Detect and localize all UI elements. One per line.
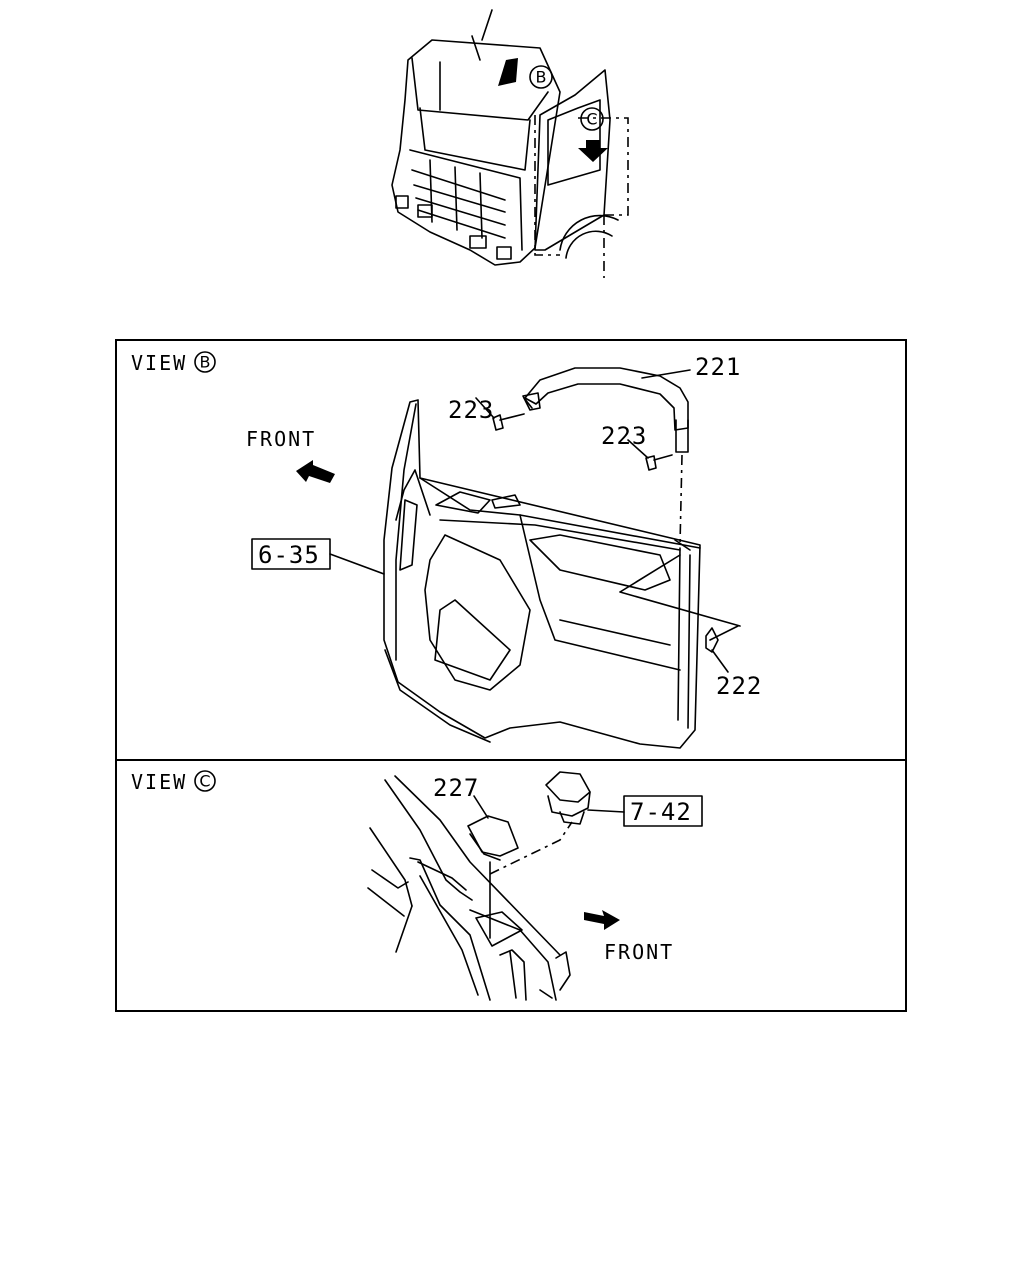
cab-interior-structure [367, 775, 571, 1001]
cover-part [467, 815, 519, 861]
view-b-title-marker-icon: B [194, 351, 216, 373]
switch-part [545, 771, 591, 825]
bolt-part-b [645, 454, 673, 471]
callout-227: 227 [433, 774, 479, 802]
view-c-front-arrow-icon [584, 910, 620, 930]
svg-text:B: B [200, 353, 211, 372]
svg-text:C: C [586, 110, 597, 129]
view-c-title-marker-icon: C [194, 770, 216, 792]
callout-221: 221 [695, 353, 741, 381]
view-b-front-arrow-icon [296, 460, 335, 483]
view-c-reference-box: 7-42 [630, 798, 692, 826]
view-c-front-label: FRONT [604, 940, 674, 964]
view-b-front-label: FRONT [246, 427, 316, 451]
truck-overview-illustration: B C [391, 9, 629, 278]
view-c-title: VIEW [131, 770, 187, 794]
view-b-panel: VIEW B FRONT 6-35 [131, 351, 762, 749]
view-c-panel: VIEW C 7-42 FRONT [131, 770, 703, 1001]
door-inner-panel [383, 399, 701, 749]
svg-text:C: C [199, 772, 210, 791]
cap-part [705, 627, 719, 653]
callout-223-b: 223 [601, 422, 647, 450]
assist-grip-part [522, 367, 689, 453]
view-b-reference-box: 6-35 [258, 541, 320, 569]
view-b-title: VIEW [131, 351, 187, 375]
view-b-marker-icon: B [529, 65, 553, 89]
views-frame [115, 339, 907, 1012]
callout-223-a: 223 [448, 396, 494, 424]
svg-text:B: B [536, 68, 547, 87]
bolt-part-a [492, 397, 533, 431]
view-c-marker-icon: C [580, 107, 604, 131]
callout-222: 222 [716, 672, 762, 700]
